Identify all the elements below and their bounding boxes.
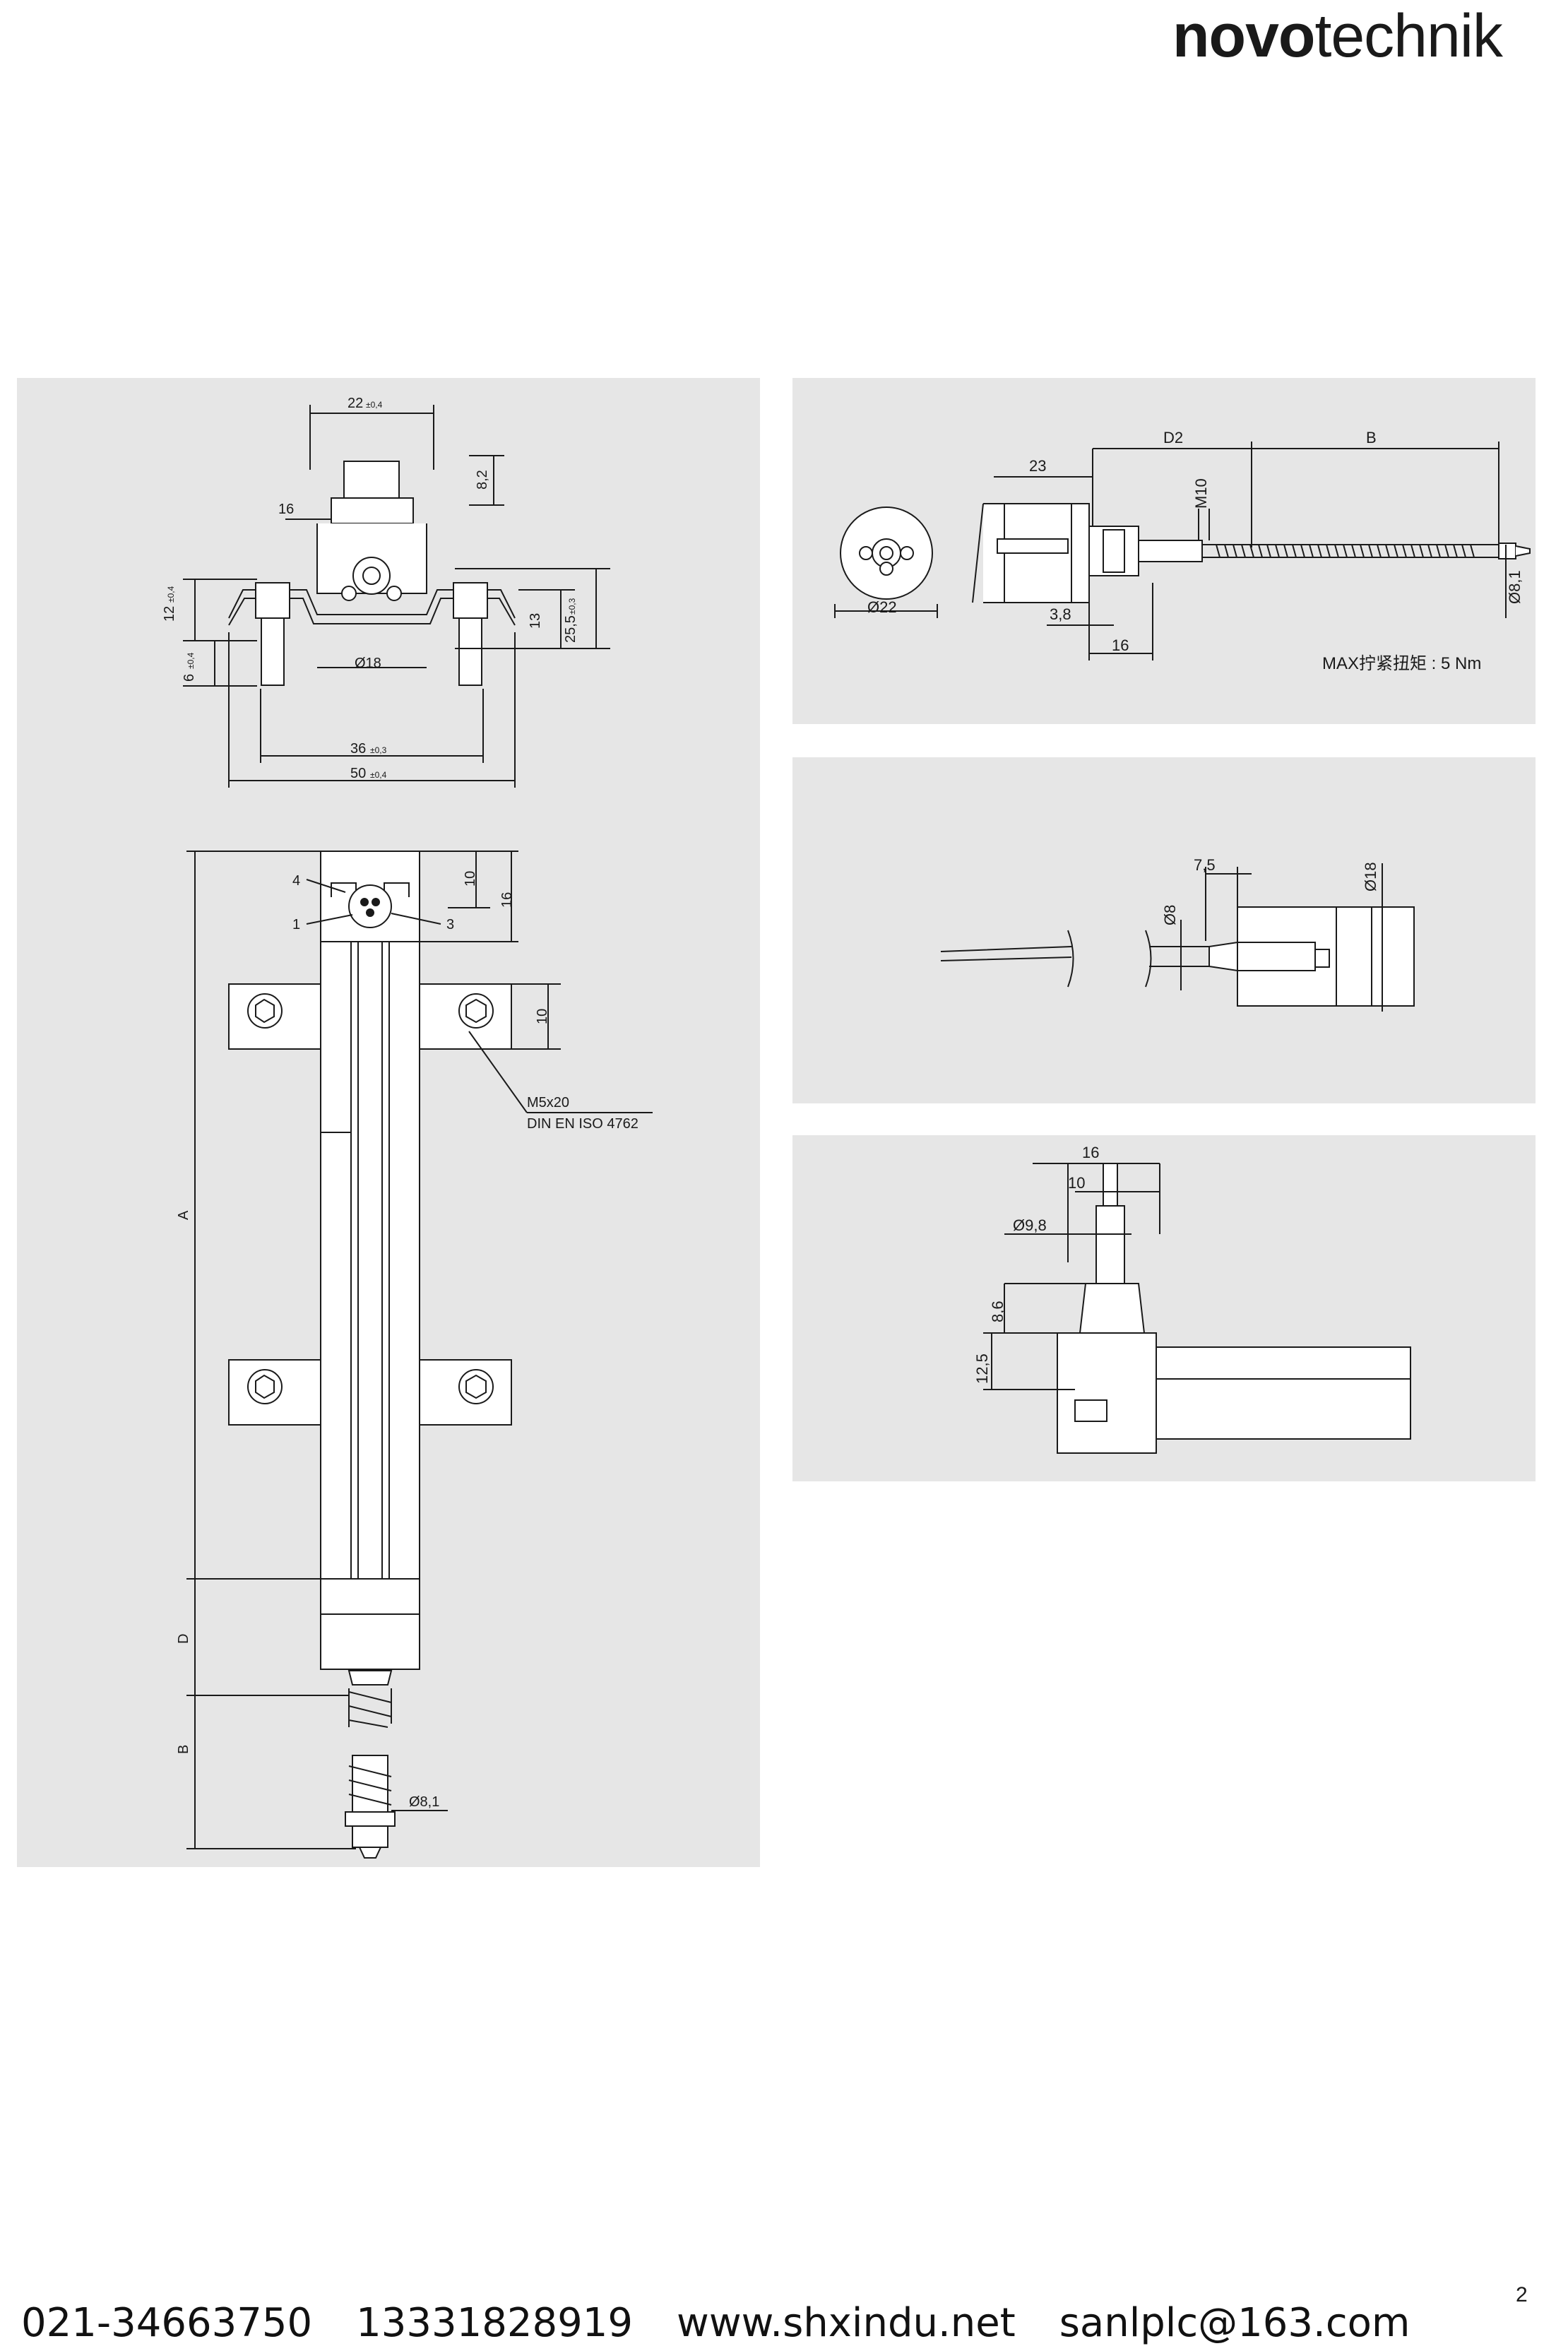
- footer-phone2: 13331828919: [356, 2299, 634, 2346]
- rod-end-drawing: Ø22 23 D2 B M10 3,8 16 Ø8,1 MAX拧紧扭矩 : 5 …: [834, 429, 1531, 673]
- dim-w10: 10: [1068, 1174, 1085, 1192]
- dim-h12: 12: [162, 606, 177, 622]
- dim-w22: 22: [348, 396, 363, 411]
- pin-label-1: 1: [292, 917, 300, 932]
- dim-w36-tol: ±0,3: [370, 745, 387, 755]
- dim-A: A: [176, 1210, 191, 1220]
- brand-logo-light: technik: [1314, 2, 1502, 70]
- dim-w50-tol: ±0,4: [370, 770, 387, 780]
- dim-B: B: [1366, 429, 1377, 446]
- dim-h25-5-tol: ±0,3: [567, 598, 577, 615]
- dim-d8-1: Ø8,1: [1506, 570, 1524, 604]
- screw-spec: M5x20: [527, 1095, 569, 1110]
- dim-h6: 6: [182, 674, 197, 682]
- dim-D: D: [176, 1634, 191, 1644]
- dim-w16: 16: [278, 502, 294, 517]
- drawing-panel-cable: 7,5 Ø8 Ø18: [792, 757, 1536, 1103]
- dim-D2: D2: [1163, 429, 1183, 446]
- dim-w50: 50: [350, 766, 366, 781]
- drawing-panel-main: 22 ±0,4 8,2 16 12 ±0,4 6 ±0,4 13 25,5 ±0…: [17, 378, 760, 1867]
- pin-label-4: 4: [292, 873, 300, 889]
- dim-w16: 16: [1112, 636, 1129, 654]
- dim-w22-tol: ±0,4: [366, 400, 383, 410]
- dim-d8: Ø8: [1161, 905, 1179, 925]
- footer-phone1: 021-34663750: [21, 2299, 313, 2346]
- dim-w36: 36: [350, 741, 366, 757]
- dim-w16: 16: [1082, 1144, 1099, 1161]
- footer-website: www.shxindu.net: [677, 2299, 1016, 2346]
- dim-h8-6: 8,6: [989, 1301, 1006, 1322]
- main-drawing: 22 ±0,4 8,2 16 12 ±0,4 6 ±0,4 13 25,5 ±0…: [162, 396, 653, 1859]
- footer-email: sanlplc@163.com: [1059, 2299, 1410, 2346]
- dim-h8-2: 8,2: [475, 470, 490, 490]
- dim-d18: Ø18: [1362, 862, 1379, 891]
- brand-logo: novotechnik: [1172, 6, 1503, 66]
- dim-v16: 16: [499, 892, 515, 908]
- screw-standard: DIN EN ISO 4762: [527, 1116, 639, 1132]
- dim-v10a: 10: [463, 871, 478, 887]
- dim-B: B: [176, 1745, 191, 1754]
- connector-drawing: 16 10 Ø9,8 8,6 12,5: [973, 1144, 1411, 1454]
- dim-w3-8: 3,8: [1050, 605, 1071, 623]
- dim-d18: Ø18: [355, 656, 381, 671]
- dim-h12-tol: ±0,4: [166, 586, 176, 603]
- dim-d8-1: Ø8,1: [409, 1794, 439, 1810]
- footer-contact: 021-34663750 13331828919 www.shxindu.net…: [21, 2299, 1554, 2346]
- cable-drawing: 7,5 Ø8 Ø18: [940, 856, 1415, 1012]
- brand-logo-bold: novo: [1172, 2, 1315, 70]
- drawing-panel-rod-end: Ø22 23 D2 B M10 3,8 16 Ø8,1 MAX拧紧扭矩 : 5 …: [792, 378, 1536, 724]
- dim-h6-tol: ±0,4: [186, 652, 196, 669]
- dim-v10b: 10: [535, 1009, 550, 1024]
- dim-h12-5: 12,5: [973, 1353, 991, 1384]
- pin-label-3: 3: [446, 917, 454, 932]
- dim-w7-5: 7,5: [1194, 856, 1216, 874]
- dim-d22: Ø22: [867, 598, 897, 616]
- dim-h13: 13: [528, 613, 543, 629]
- dim-w23: 23: [1029, 457, 1046, 475]
- torque-note: MAX拧紧扭矩 : 5 Nm: [1322, 654, 1481, 673]
- page-number: 2: [1516, 2283, 1528, 2306]
- dim-d9-8: Ø9,8: [1013, 1216, 1047, 1234]
- drawing-panel-connector: 16 10 Ø9,8 8,6 12,5: [792, 1135, 1536, 1481]
- dim-M10: M10: [1192, 478, 1210, 509]
- dim-h25-5: 25,5: [563, 615, 578, 643]
